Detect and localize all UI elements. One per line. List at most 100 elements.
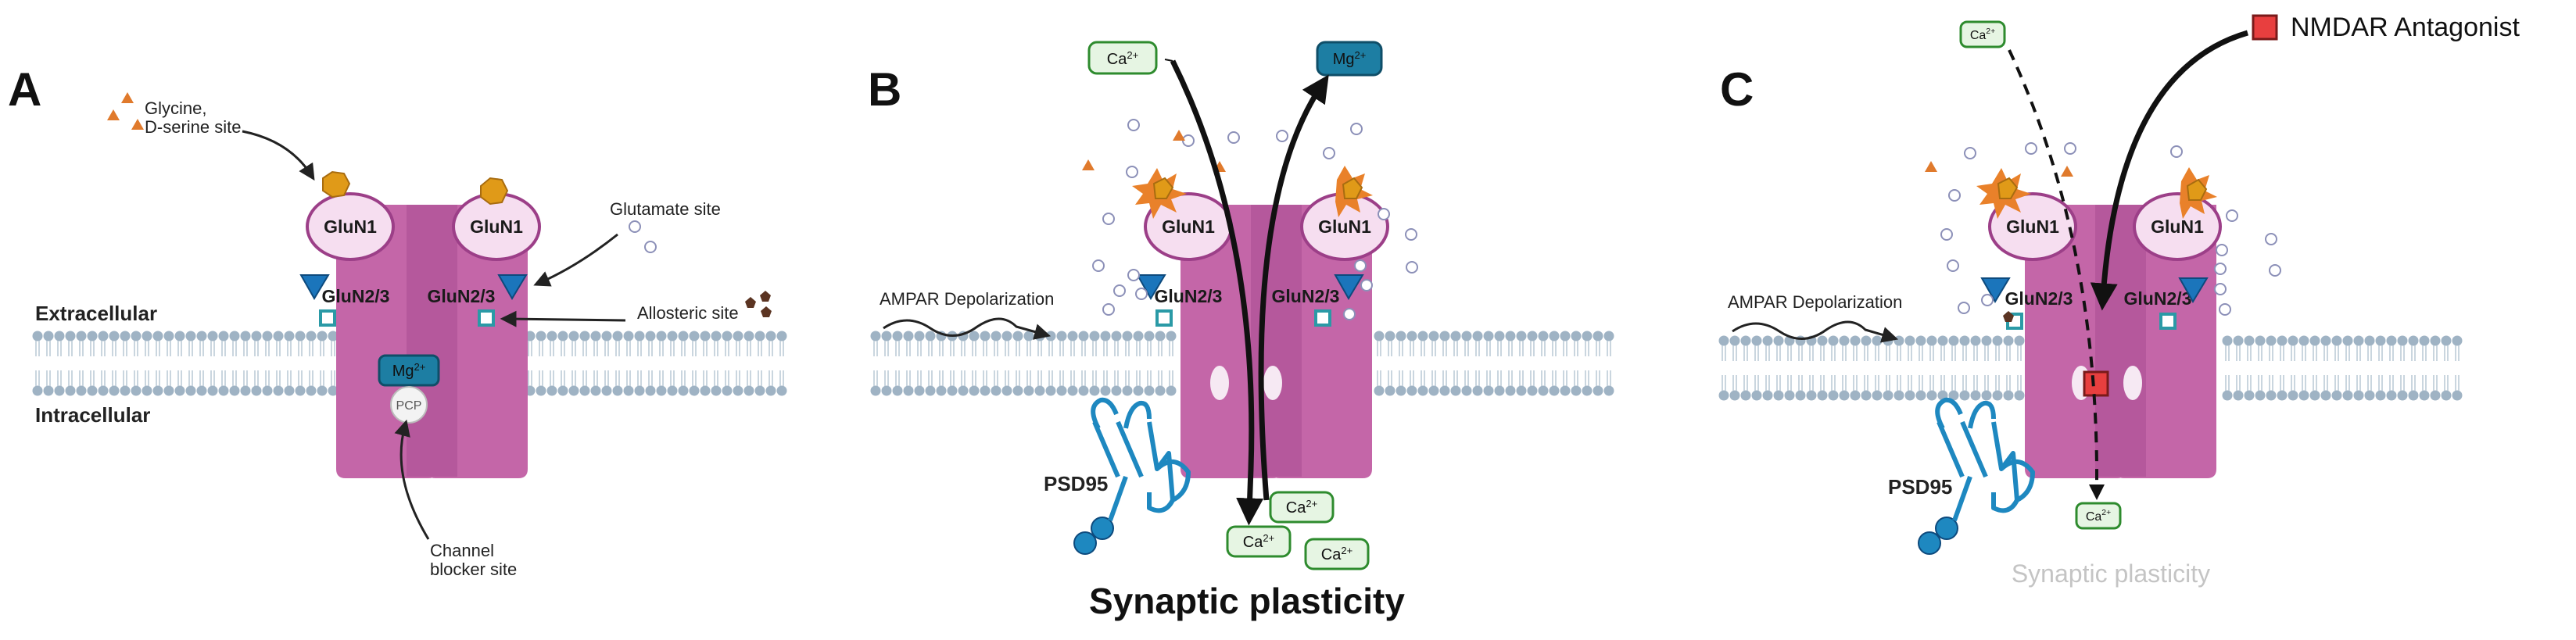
lipid-head (1806, 390, 1817, 401)
psd95-loop-icon (1123, 400, 1152, 429)
lipid-head (2233, 390, 2244, 401)
lipid-head (174, 385, 185, 396)
lipid-head (1872, 390, 1883, 401)
antagonist-arrow (2090, 30, 2248, 311)
lipid-head (196, 385, 207, 396)
lipid-head (328, 331, 339, 341)
receptor-channel-pore (407, 205, 457, 477)
lipid-head (163, 385, 174, 396)
lipid-head (2331, 335, 2342, 346)
lipid-head (645, 385, 656, 396)
glycine-triangle-icon (121, 92, 134, 103)
ampar-depolarization-arrow (883, 317, 1052, 340)
blocker-site-label-2: blocker site (430, 560, 517, 579)
lipid-head (2320, 390, 2331, 401)
lipid-head (1406, 331, 1417, 341)
lipid-head (969, 385, 980, 396)
lipid-head (1839, 390, 1850, 401)
psd95-helices (1092, 420, 1175, 513)
lipid-head (76, 385, 87, 396)
lipid-head (1385, 331, 1395, 341)
lipid-head (1828, 335, 1839, 346)
lipid-head (1374, 385, 1385, 396)
lipid-head (2419, 335, 2430, 346)
lipid-head (1795, 335, 1806, 346)
lipid-head (1915, 390, 1926, 401)
lipid-head (700, 331, 711, 341)
glycine-binding-site-right (1342, 177, 1363, 199)
lipid-head (2014, 390, 2025, 401)
lipid-head (1828, 390, 1839, 401)
lipid-head (914, 331, 925, 341)
lipid-head (1904, 335, 1915, 346)
psd95-domain-icon (1918, 531, 1941, 555)
lipid-head (2288, 335, 2298, 346)
allosteric-site-left (1155, 309, 1173, 327)
allosteric-site-label: Allosteric site (637, 303, 739, 323)
panel-c-letter: C (1720, 63, 1754, 116)
allosteric-modulator-icon (761, 306, 772, 317)
lipid-head (2255, 335, 2266, 346)
glycine-site-label-2: D-serine site (145, 117, 241, 137)
lipid-head (2288, 390, 2298, 401)
lipid-head (1603, 331, 1614, 341)
lipid-head (207, 385, 218, 396)
lipid-head (536, 385, 546, 396)
lipid-head (120, 385, 131, 396)
lipid-head (1915, 335, 1926, 346)
lipid-head (743, 385, 754, 396)
lipid-head (240, 331, 251, 341)
lipid-head (612, 331, 623, 341)
lipid-head (711, 331, 722, 341)
lipid-head (667, 385, 678, 396)
lipid-head (612, 385, 623, 396)
lipid-head (1450, 385, 1461, 396)
lipid-head (1981, 335, 1992, 346)
lipid-head (700, 385, 711, 396)
lipid-head (1527, 385, 1538, 396)
glycine-molecules-c (1925, 161, 2073, 177)
lipid-head (1773, 335, 1784, 346)
lipid-head (328, 385, 339, 396)
lipid-head (870, 385, 881, 396)
lipid-head (722, 385, 733, 396)
lipid-head (54, 385, 65, 396)
lipid-head (557, 385, 568, 396)
lipid-head (1155, 385, 1166, 396)
psd95-loop-icon (1968, 400, 1996, 429)
lipid-head (98, 331, 109, 341)
synaptic-plasticity-faded-label: Synaptic plasticity (2012, 560, 2210, 588)
lipid-head (892, 331, 903, 341)
mg-label: Mg2+ (392, 361, 426, 380)
lipid-head (667, 331, 678, 341)
lipid-head (2255, 390, 2266, 401)
lipid-head (870, 331, 881, 341)
panel-a-letter: A (8, 63, 41, 116)
lipid-head (1527, 331, 1538, 341)
glutamate-site-label: Glutamate site (610, 199, 721, 219)
magnesium-ion-top (1316, 41, 1383, 77)
lipid-head (634, 385, 645, 396)
glun1-left-label: GluN1 (324, 216, 377, 237)
lipid-head (152, 331, 163, 341)
lipid-head (1582, 331, 1593, 341)
lipid-head (776, 331, 787, 341)
lipid-head (1461, 331, 1472, 341)
lipid-head (1417, 331, 1428, 341)
psd95-label: PSD95 (1888, 475, 1952, 499)
lipid-head (2408, 335, 2419, 346)
lipid-head (1001, 331, 1012, 341)
lipid-head (1089, 331, 1100, 341)
lipid-head (925, 385, 936, 396)
lipid-head (109, 331, 120, 341)
lipid-head (754, 385, 765, 396)
glycine-binding-site-left (1152, 177, 1174, 199)
lipid-head (743, 331, 754, 341)
lipid-head (196, 331, 207, 341)
channel-opening-right (2123, 366, 2142, 400)
lipid-head (2430, 390, 2441, 401)
calcium-ion-bottom (1269, 491, 1335, 524)
lipid-head (903, 385, 914, 396)
lipid-head (1970, 335, 1981, 346)
lipid-head (2222, 335, 2233, 346)
